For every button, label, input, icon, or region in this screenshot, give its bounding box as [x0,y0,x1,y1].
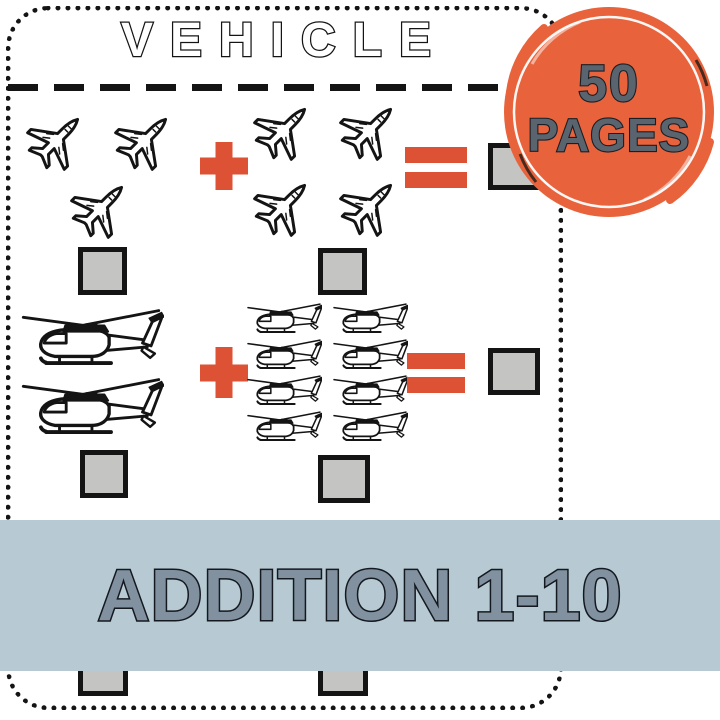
banner-label: ADDITION 1-10 [96,554,623,637]
row2-group2 [245,300,409,441]
plus-operator-row2 [200,347,248,398]
airplane-icon [253,183,307,237]
badge-circle-icon [504,7,714,217]
plus-operator-row1 [200,142,248,190]
airplane-icon [339,107,393,161]
row2-group1 [18,303,164,434]
helicopter-icon [21,378,164,434]
helicopter-icon [21,309,164,365]
page-title: VEHICLE [120,13,449,69]
row1-group1 [18,106,186,240]
category-banner: ADDITION 1-10 [0,520,720,671]
equals-operator-row2 [407,353,465,393]
equals-operator-row1 [405,147,467,188]
airplane-icon [339,183,393,237]
page-dotted-border [6,6,563,710]
dashed-divider [8,84,560,91]
page-count-badge: 50 PAGES [498,2,720,224]
row1-group2 [252,96,404,238]
answer-box-row2-group1 [80,450,128,498]
airplane-icon [70,185,124,239]
airplane-icon [114,117,168,171]
helicopter-icon [247,411,322,441]
badge-unit: PAGES [527,108,691,161]
helicopter-icon [333,375,408,405]
helicopter-icon [247,303,322,333]
badge-count: 50 [577,54,640,113]
answer-box-row2-group2 [318,455,370,503]
answer-box-row1-group2 [318,248,367,295]
result-box-row2 [488,348,540,395]
page-title-wrap: VEHICLE [6,12,563,70]
helicopter-icon [333,411,408,441]
answer-box-row1-group1 [78,247,127,295]
badge-text: 50 PAGES [498,54,720,161]
helicopter-icon [247,339,322,369]
helicopter-icon [247,375,322,405]
airplane-icon [253,107,307,161]
helicopter-icon [333,339,408,369]
helicopter-icon [333,303,408,333]
airplane-icon [26,117,80,171]
